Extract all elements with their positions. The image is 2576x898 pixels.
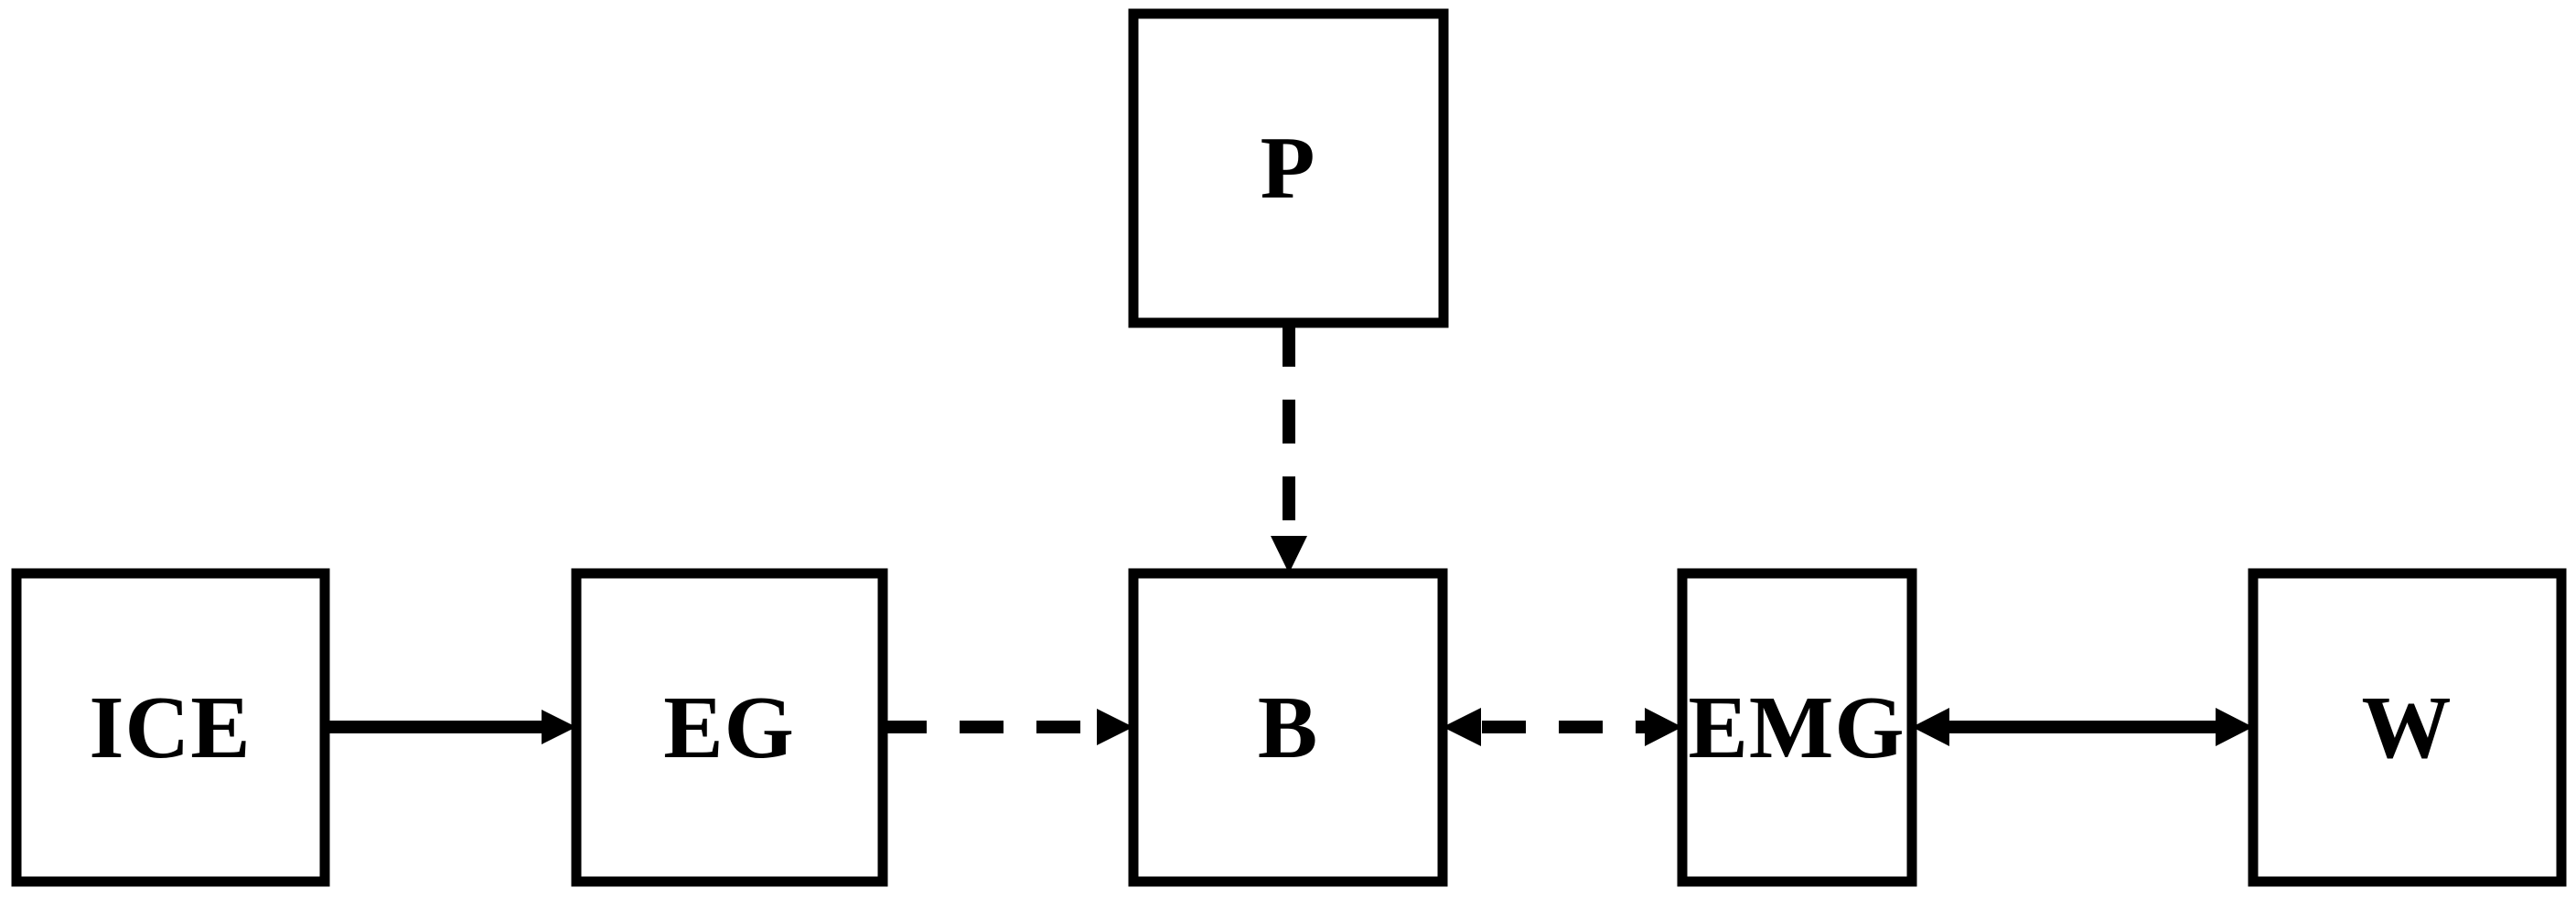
node-eg-label: EG [663,679,795,777]
arrowhead-right-icon [1645,708,1682,746]
node-w-box[interactable] [2248,568,2567,887]
node-emg-box[interactable] [1677,568,1917,887]
arrowhead-right-icon [2216,708,2253,746]
arrowhead-right-icon [1097,709,1133,745]
node-p-box[interactable] [1128,8,1449,328]
node-b[interactable]: B [1128,568,1448,887]
arrowhead-left-icon [1912,708,1949,746]
arrowhead-left-icon [1443,708,1481,746]
node-ice[interactable]: ICE [11,568,330,887]
edge-b-to-emg [1443,708,1682,746]
node-p[interactable]: P [1128,8,1449,328]
node-ice-label: ICE [89,679,251,777]
edge-ice-to-eg [325,710,576,744]
node-ice-box[interactable] [11,568,330,887]
node-emg[interactable]: EMG [1677,568,1917,887]
arrowhead-right-icon [542,710,576,744]
node-eg-box[interactable] [571,568,888,887]
node-w-label: W [2362,679,2453,777]
node-b-box[interactable] [1128,568,1448,887]
node-eg[interactable]: EG [571,568,888,887]
edge-eg-to-b [883,709,1133,745]
node-b-label: B [1258,679,1318,777]
node-w[interactable]: W [2248,568,2567,887]
edge-emg-to-w [1912,708,2253,746]
edge-p-to-b [1271,323,1307,573]
node-emg-label: EMG [1688,679,1905,777]
node-p-label: P [1261,119,1316,218]
arrowhead-down-icon [1271,536,1307,573]
